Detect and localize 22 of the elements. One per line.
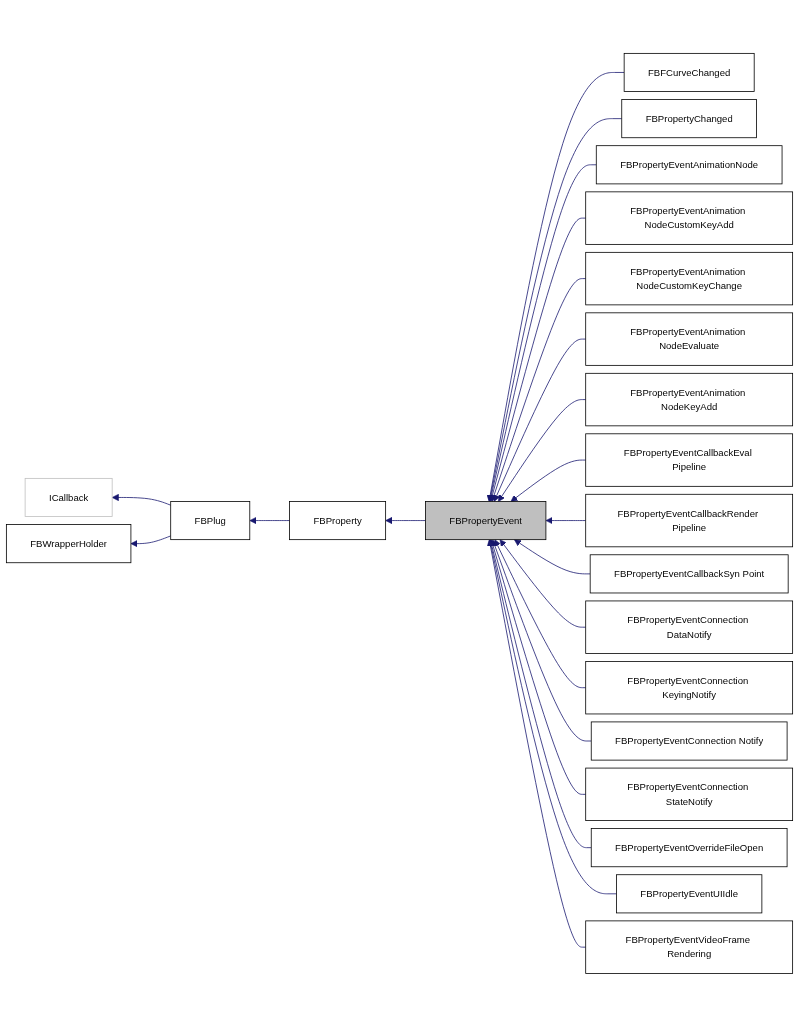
node-box: FBPropertyEventAnimation NodeCustomKeyChange [585,251,794,305]
node-box: FBPropertyEventOverrideFileOpen [590,827,788,867]
node-box: FBPlug [170,500,251,540]
node-box: FBPropertyEvent [425,500,547,540]
node-box: FBPropertyEventCallbackRender Pipeline [585,493,794,547]
node-box: FBPropertyEventAnimation NodeCustomKeyAdd [585,191,794,245]
node-box: FBWrapperHolder [5,523,132,563]
node-box: FBPropertyEventAnimationNode [595,144,783,184]
node-box: FBFCurveChanged [623,52,755,92]
node-box: FBPropertyEventConnection KeyingNotify [585,660,794,714]
node-box: ICallback [24,477,113,517]
node-box: FBPropertyEventConnection StateNotify [585,767,794,821]
node-box: FBPropertyEventConnection Notify [590,721,788,761]
node-box: FBPropertyChanged [621,98,757,138]
node-box: FBPropertyEventUIIdle [616,873,763,913]
node-box: FBPropertyEventCallbackSyn Point [589,554,789,593]
node-box: FBPropertyEventCallbackEval Pipeline [585,433,794,487]
node-box: FBPropertyEventVideoFrame Rendering [585,920,794,974]
node-box: FBPropertyEventAnimation NodeKeyAdd [585,372,794,426]
node-box: FBPropertyEventConnection DataNotify [585,600,794,654]
node-box: FBPropertyEventAnimation NodeEvaluate [585,312,794,366]
node-box: FBProperty [289,500,387,540]
